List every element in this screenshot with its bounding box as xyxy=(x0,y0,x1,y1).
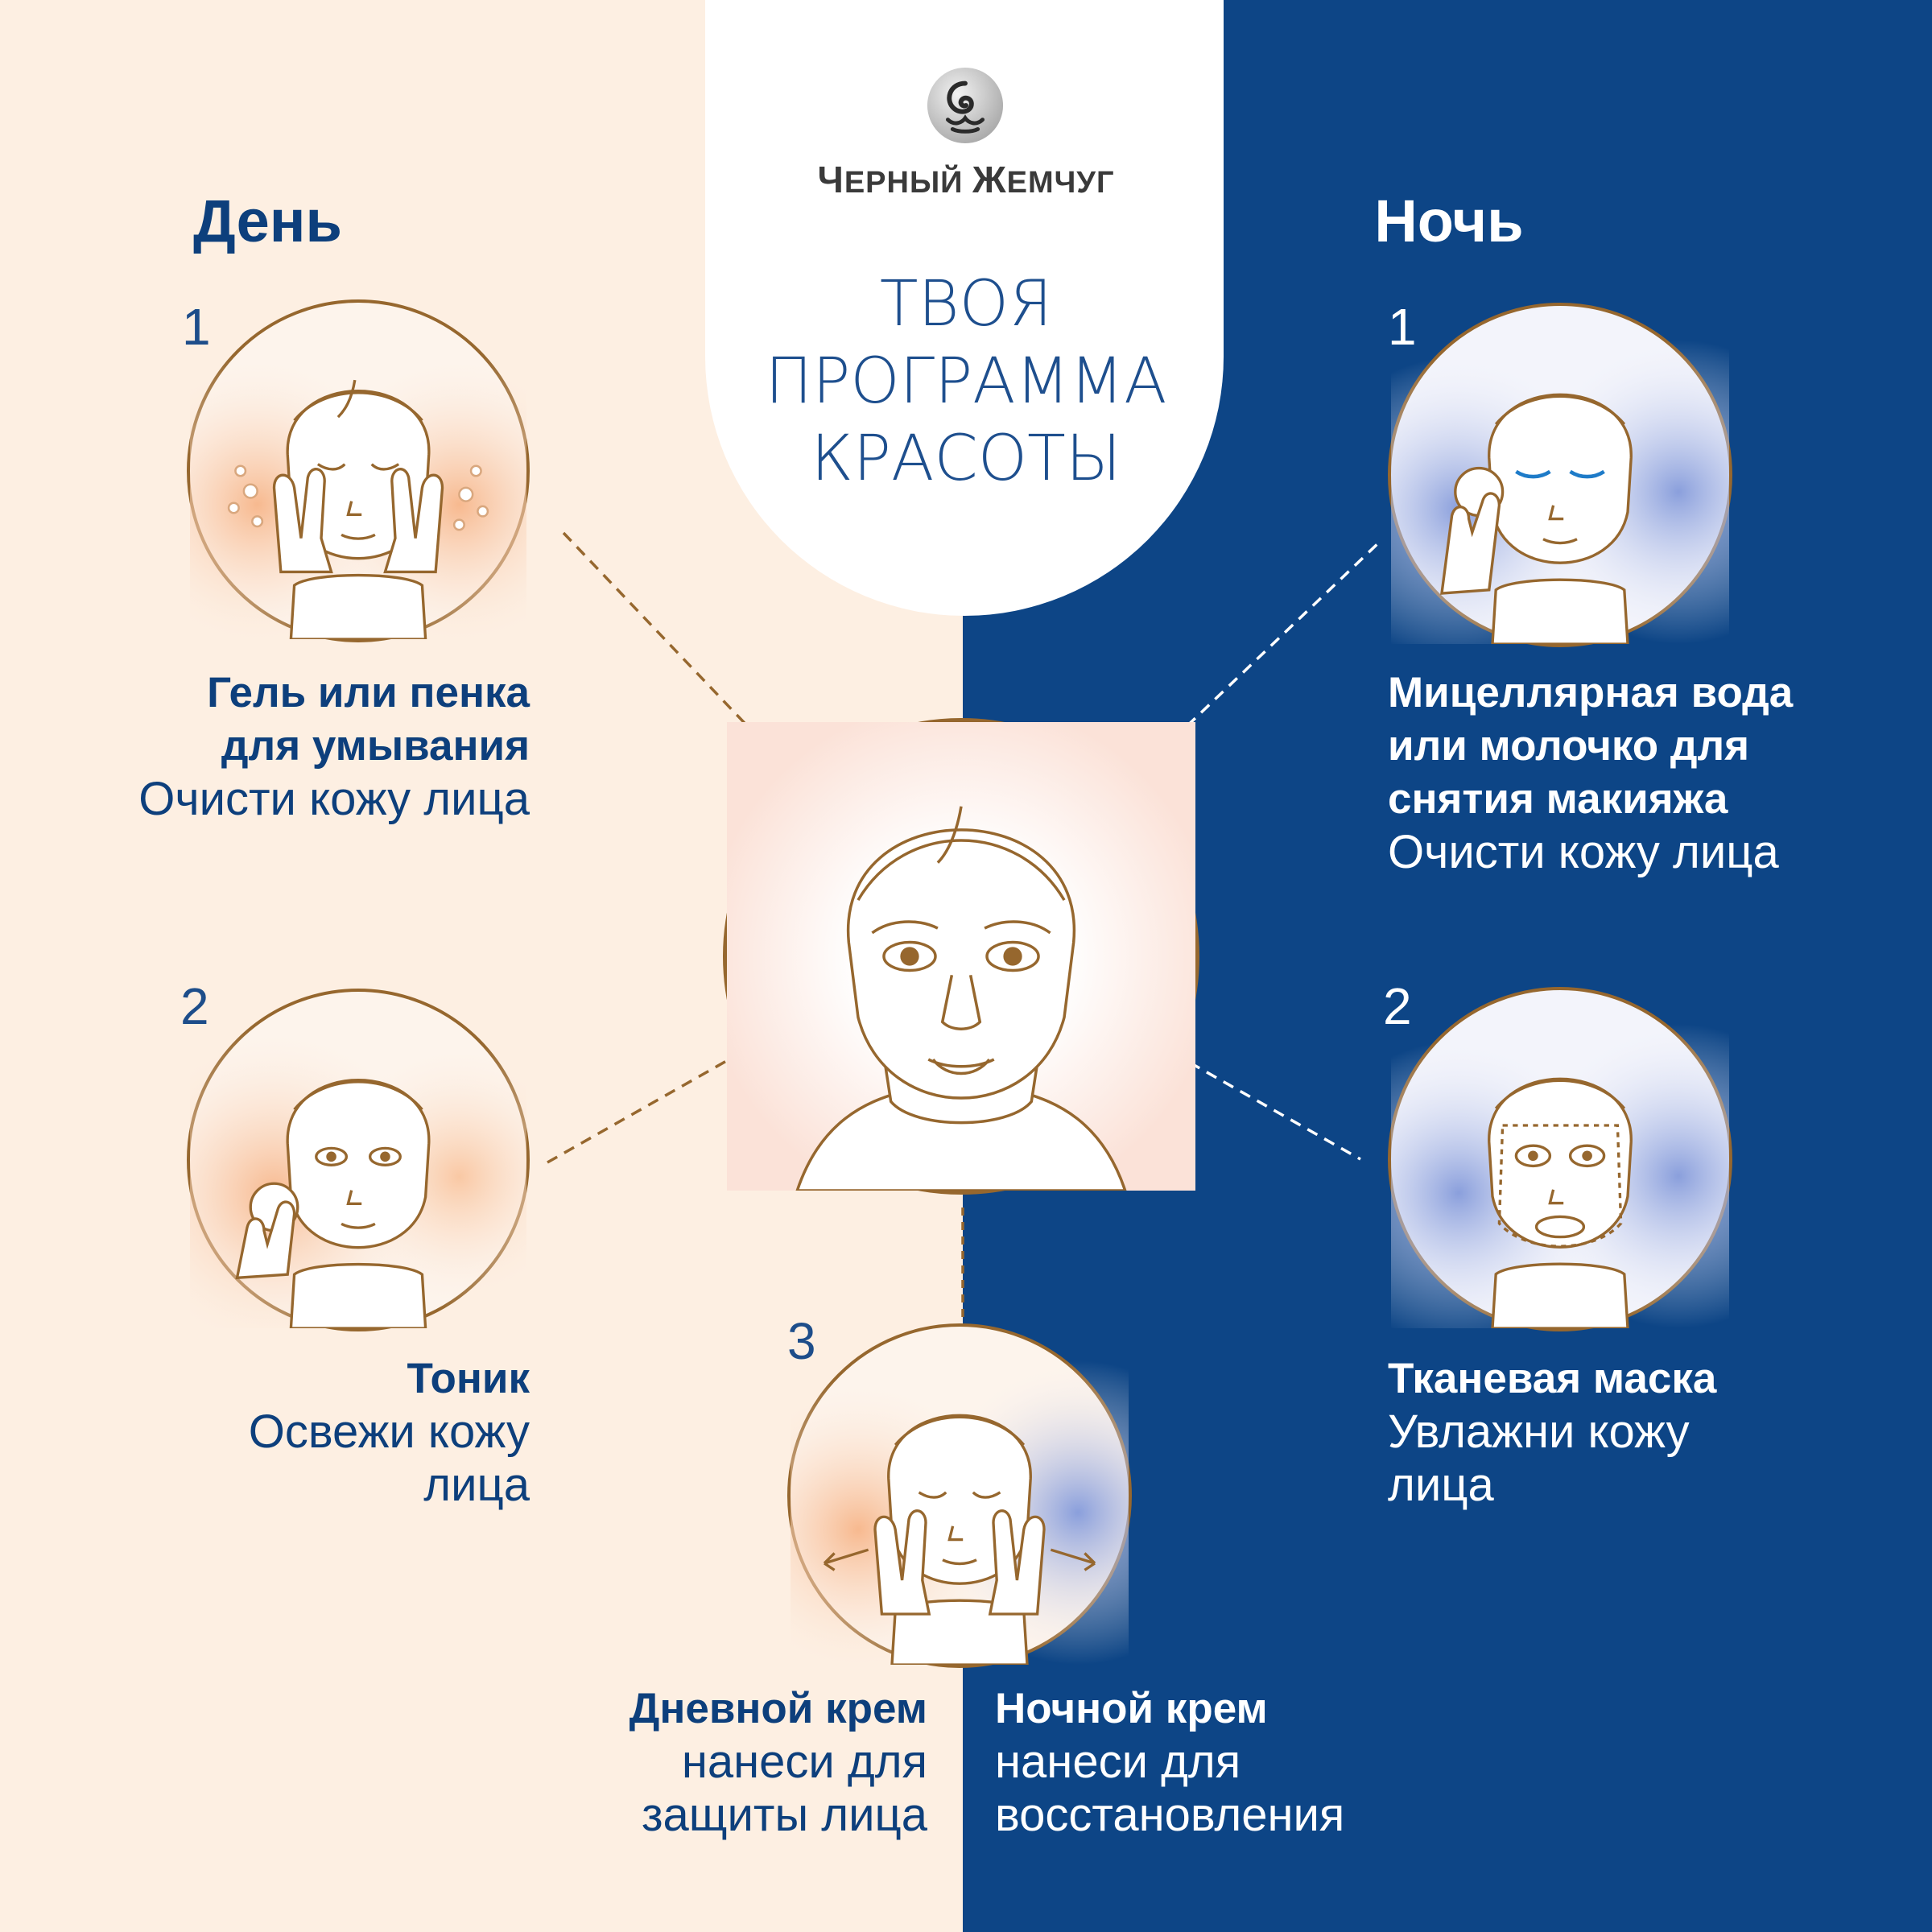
day-step-3-text: Дневной крем нанеси для защиты лица xyxy=(630,1682,927,1842)
day-step-1-title-line-2: для умывания xyxy=(221,722,530,770)
face-illustration xyxy=(190,992,526,1328)
night-step-2-circle xyxy=(1388,987,1732,1331)
connector-night-1 xyxy=(1158,539,1382,754)
night-step-1-desc-line-1: Очисти кожу лица xyxy=(1388,826,1779,878)
title-line-3: КРАСОТЫ xyxy=(811,423,1121,495)
face-illustration xyxy=(791,1327,1129,1665)
night-step-2-desc-line-1: Увлажни кожу xyxy=(1388,1406,1690,1458)
night-step-3-title-line-1: Ночной крем xyxy=(995,1685,1268,1732)
day-step-1-title-line-1: Гель или пенка xyxy=(207,669,530,716)
day-step-3-desc-line-1: нанеси для xyxy=(681,1736,927,1788)
night-step-3-desc-line-1: нанеси для xyxy=(995,1736,1241,1788)
night-step-1-title-line-1: Мицеллярная вода xyxy=(1388,669,1794,716)
page-title: ТВОЯ ПРОГРАММА КРАСОТЫ xyxy=(724,266,1208,497)
night-step-1-title-line-2: или молочко для xyxy=(1388,722,1750,770)
day-step-3-desc-line-2: защиты лица xyxy=(641,1789,927,1841)
day-step-1-desc-line-1: Очисти кожу лица xyxy=(138,773,530,825)
night-step-1-title-line-3: снятия макияжа xyxy=(1388,775,1728,823)
day-heading: День xyxy=(193,188,342,254)
face-illustration xyxy=(727,722,1195,1191)
title-line-1: ТВОЯ xyxy=(879,268,1053,341)
title-line-2: ПРОГРАММА xyxy=(765,345,1167,418)
day-step-2-text: Тоник Освежи кожу лица xyxy=(249,1352,530,1512)
night-step-2-text: Тканевая маска Увлажни кожу лица xyxy=(1388,1352,1716,1512)
face-illustration xyxy=(1391,990,1729,1328)
night-step-1-circle xyxy=(1388,303,1732,647)
step-3-circle xyxy=(787,1323,1132,1668)
brand-word-2: ЕМЧУГ xyxy=(1006,166,1115,200)
brand-word-1: ЕРНЫЙ xyxy=(844,166,973,200)
night-step-3-text: Ночной крем нанеси для восстановления xyxy=(995,1682,1344,1842)
night-step-2-desc-line-2: лица xyxy=(1388,1459,1494,1511)
face-illustration xyxy=(1391,306,1729,644)
day-step-1-circle xyxy=(187,299,530,642)
day-step-2-title-line-1: Тоник xyxy=(407,1355,530,1402)
brand-name: ЧЕРНЫЙ ЖЕМЧУГ xyxy=(724,158,1208,201)
brand-logo-icon xyxy=(927,67,1004,144)
night-step-3-desc-line-2: восстановления xyxy=(995,1789,1345,1841)
night-heading: Ночь xyxy=(1374,188,1524,254)
day-step-2-desc-line-1: Освежи кожу xyxy=(248,1406,530,1458)
night-step-1-text: Мицеллярная вода или молочко для снятия … xyxy=(1388,667,1793,879)
brand-cap-2: Ж xyxy=(972,159,1007,200)
brand-cap-1: Ч xyxy=(817,159,844,200)
connector-night-2 xyxy=(1189,1061,1361,1161)
connector-day-2 xyxy=(547,1051,741,1164)
central-face-circle xyxy=(723,718,1199,1195)
night-step-2-title-line-1: Тканевая маска xyxy=(1388,1355,1717,1402)
connector-day-1 xyxy=(562,531,774,754)
day-step-1-text: Гель или пенка для умывания Очисти кожу … xyxy=(138,667,530,826)
day-step-2-circle xyxy=(187,989,530,1331)
day-step-3-title-line-1: Дневной крем xyxy=(629,1685,927,1732)
face-illustration xyxy=(190,303,526,639)
day-step-2-desc-line-2: лица xyxy=(423,1459,530,1511)
